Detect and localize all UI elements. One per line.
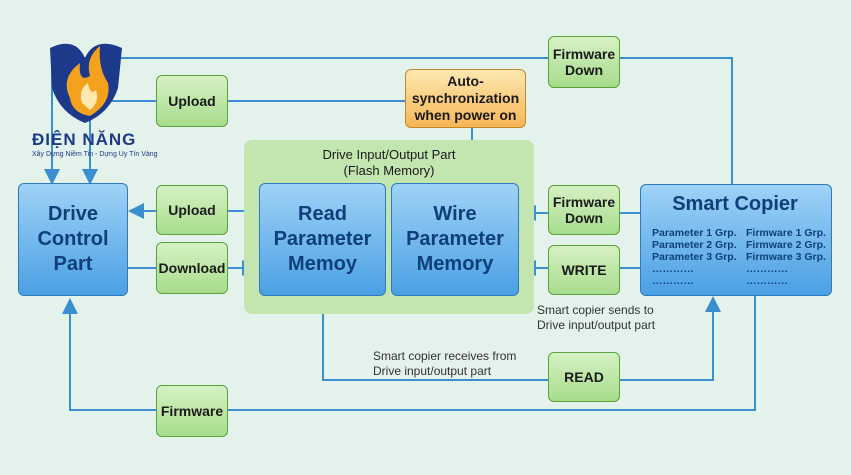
param-group-2: Parameter 2 Grp. [652, 239, 737, 251]
auto-sync-line-2: synchronization [411, 90, 520, 106]
download-box: Download [156, 242, 228, 294]
auto-sync-line-1: Auto- [447, 73, 484, 89]
upload-mid-box: Upload [156, 185, 228, 235]
note-receives-line-1: Smart copier receives from [373, 349, 517, 363]
brand-name: ĐIỆN NĂNG [32, 130, 137, 149]
firmware-down-mid-box: Firmware Down [548, 185, 620, 235]
drive-control-line-1: Drive [47, 203, 99, 225]
read-param-line-2: Parameter [273, 228, 372, 250]
upload-top-box: Upload [156, 75, 228, 127]
smart-copier-parameter-list: Parameter 1 Grp. Parameter 2 Grp. Parame… [652, 227, 737, 287]
read-param-line-1: Read [298, 203, 347, 225]
smart-copier-title: Smart Copier [672, 193, 798, 215]
smart-copier-firmware-list: Firmware 1 Grp. Firmware 2 Grp. Firmware… [746, 227, 826, 287]
brand-tagline: Xây Dựng Niềm Tin - Dựng Uy Tín Vàng [32, 151, 158, 158]
flame-shield-logo-icon [30, 28, 140, 133]
flash-title-line-2: (Flash Memory) [343, 163, 435, 178]
smart-copier-box [640, 184, 832, 296]
firmware-down-top-line-1: Firmware [552, 46, 616, 62]
param-ellipsis-2: ………… [652, 275, 694, 287]
firmware-group-3: Firmware 3 Grp. [746, 251, 826, 263]
flash-title-line-1: Drive Input/Output Part [322, 147, 456, 162]
note-sends-line-2: Drive input/output part [537, 318, 656, 332]
firmware-down-top-line-2: Down [564, 62, 604, 78]
drive-control-line-2: Control [37, 228, 109, 250]
read-box: READ [548, 352, 620, 402]
firmware-down-mid-line-2: Down [564, 210, 604, 226]
firmware-down-mid-line-1: Firmware [552, 194, 616, 210]
param-group-3: Parameter 3 Grp. [652, 251, 737, 263]
flash-memory-title: Drive Input/Output Part (Flash Memory) [244, 147, 534, 179]
wire-param-line-3: Memory [416, 253, 494, 275]
wire-param-line-2: Parameter [406, 228, 504, 250]
wire-param-line-1: Wire [433, 203, 477, 225]
firmware-ellipsis-2: ………… [746, 275, 788, 287]
auto-sync-line-3: when power on [414, 107, 517, 123]
firmware-group-1: Firmware 1 Grp. [746, 227, 826, 239]
drive-control-line-3: Part [53, 253, 93, 275]
note-smart-copier-receives: Smart copier receives from Drive input/o… [373, 349, 516, 379]
write-box: WRITE [548, 245, 620, 295]
read-param-line-3: Memoy [288, 253, 357, 275]
wire-parameter-memory-box: Wire Parameter Memory [391, 183, 519, 296]
firmware-group-2: Firmware 2 Grp. [746, 239, 826, 251]
note-receives-line-2: Drive input/output part [373, 364, 492, 378]
firmware-bottom-box: Firmware [156, 385, 228, 437]
read-parameter-memory-box: Read Parameter Memoy [259, 183, 386, 296]
note-smart-copier-sends: Smart copier sends to Drive input/output… [537, 303, 655, 333]
param-ellipsis-1: ………… [652, 263, 694, 275]
note-sends-line-1: Smart copier sends to [537, 303, 654, 317]
firmware-ellipsis-1: ………… [746, 263, 788, 275]
auto-sync-box: Auto- synchronization when power on [405, 69, 526, 128]
param-group-1: Parameter 1 Grp. [652, 227, 737, 239]
drive-control-part-box: Drive Control Part [18, 183, 128, 296]
firmware-down-top-box: Firmware Down [548, 36, 620, 88]
